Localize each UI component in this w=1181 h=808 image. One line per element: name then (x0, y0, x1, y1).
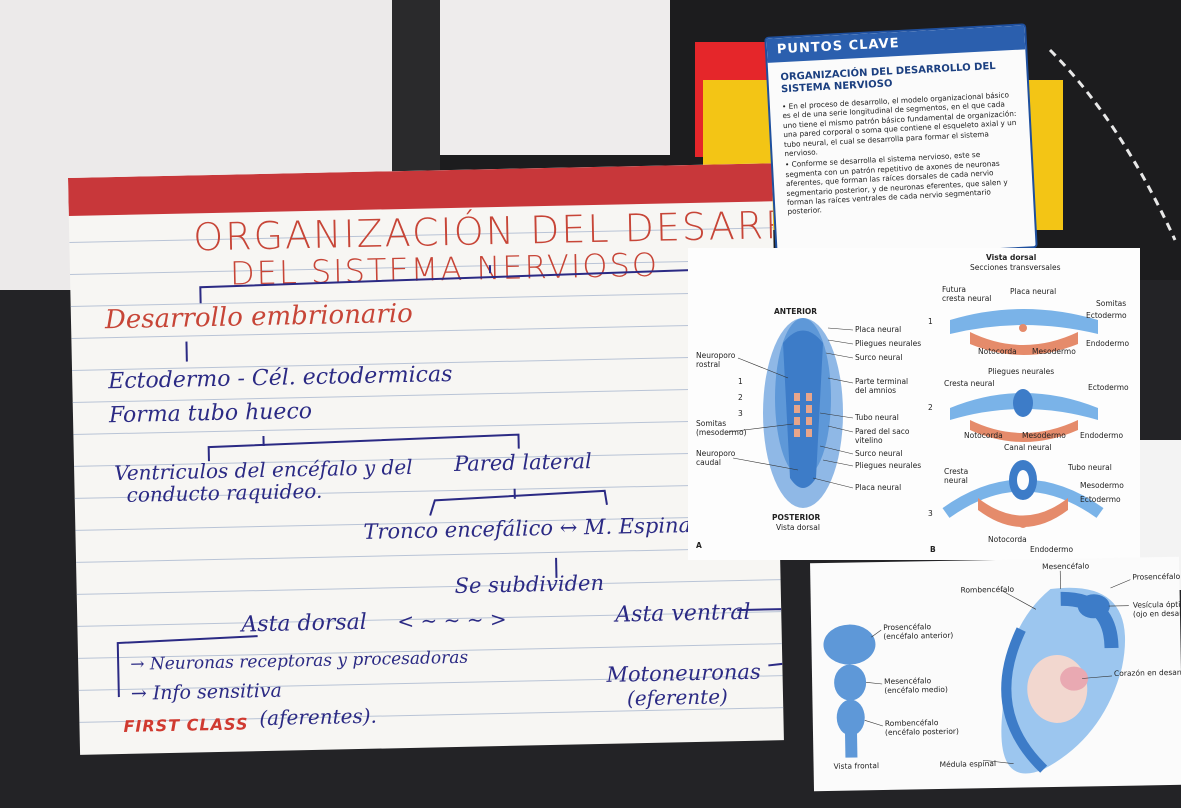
brand-logo: FIRST CLASS (123, 714, 248, 736)
label-b-cresta-neural: Cresta neural (944, 380, 994, 388)
label-b-n2: 2 (928, 404, 933, 412)
label-c-vista-frontal: Vista frontal (834, 762, 880, 771)
label-futura-cresta-1: Futura (942, 286, 966, 294)
label-b-somitas: Somitas (1096, 300, 1126, 308)
label-neuroporo-caudal-2: caudal (696, 459, 721, 467)
label-b-ectodermo-3: Ectodermo (1080, 496, 1121, 504)
label-c-mesencefalo-2: (encéfalo medio) (884, 686, 948, 695)
label-c-corazon: Corazón en desarrollo (1114, 669, 1181, 678)
label-b-notocorda-3: Notocorda (988, 536, 1027, 544)
neural-tube-illustration (688, 248, 1140, 560)
anterior-label: ANTERIOR (774, 308, 817, 316)
key-points-subtitle: ORGANIZACIÓN DEL DESARROLLO DEL SISTEMA … (780, 60, 1011, 96)
subdivide-text: Se subdividen (454, 571, 604, 598)
afferent-text: (aferentes). (259, 704, 377, 730)
label-b-mesodermo: Mesodermo (1032, 348, 1076, 356)
label-b-cresta-1: Cresta (944, 468, 968, 476)
label-surco-neural-2: Surco neural (855, 450, 902, 458)
efferent-text: (eferente) (627, 684, 728, 710)
label-b-canal-neural: Canal neural (1004, 444, 1052, 452)
label-b-tubo-neural: Tubo neural (1068, 464, 1112, 472)
label-neuroporo-rostral-2: rostral (696, 361, 720, 369)
label-a-n2: 2 (738, 394, 743, 402)
label-parte-terminal: Parte terminal (855, 378, 908, 386)
label-neuroporo-caudal-1: Neuroporo (696, 450, 735, 458)
label-tubo-neural: Tubo neural (855, 414, 899, 422)
sensory-info-text: → Info sensitiva (131, 680, 282, 705)
label-b-pliegues-neurales: Pliegues neurales (988, 368, 1054, 376)
label-pliegues-neurales: Pliegues neurales (855, 340, 921, 348)
label-b-endodermo-3: Endodermo (1030, 546, 1073, 554)
neural-tube-diagram: ANTERIOR POSTERIOR Vista dorsal A Placa … (688, 248, 1140, 560)
diagram-b-letter: B (930, 546, 936, 554)
key-points-bullet-1: • En el proceso de desarrollo, el modelo… (782, 90, 1019, 159)
label-b-notocorda: Notocorda (978, 348, 1017, 356)
dorsal-horn-text: Asta dorsal (241, 610, 367, 638)
label-pliegues-neurales-2: Pliegues neurales (855, 462, 921, 470)
label-c-vesicula-2: (ojo en desarrollo) (1133, 609, 1181, 618)
posterior-label: POSTERIOR (772, 514, 820, 522)
label-b-endodermo: Endodermo (1086, 340, 1129, 348)
diagram-b-title: Vista dorsal (986, 254, 1036, 262)
label-b-mesodermo-3: Mesodermo (1080, 482, 1124, 490)
label-b-ectodermo: Ectodermo (1086, 312, 1127, 320)
label-b-n1: 1 (928, 318, 933, 326)
ventral-horn-text: Asta ventral (615, 600, 751, 628)
diagram-b-subtitle: Secciones transversales (970, 264, 1060, 272)
label-somitas-a-2: (mesodermo) (696, 429, 747, 437)
label-pared-saco: Pared del saco (855, 428, 910, 436)
label-b-ectodermo-2: Ectodermo (1088, 384, 1129, 392)
label-somitas-a-1: Somitas (696, 420, 726, 428)
motor-neurons-text: Motoneuronas (606, 660, 761, 687)
label-futura-cresta-2: cresta neural (942, 295, 991, 303)
diagram-a-letter: A (696, 542, 702, 550)
label-c-medula: Médula espinal (940, 760, 997, 769)
label-b-n3: 3 (928, 510, 933, 518)
label-surco-neural: Surco neural (855, 354, 902, 362)
label-placa-neural-2: Placa neural (855, 484, 901, 492)
background-paper-middle (440, 0, 670, 155)
label-c-rombencefalo-2: (encéfalo posterior) (885, 728, 959, 737)
label-b-endodermo-2: Endodermo (1080, 432, 1123, 440)
brain-vesicles-diagram: Mesencéfalo Rombencéfalo Prosencéfalo Ve… (810, 557, 1181, 791)
label-c-mesencefalo-top: Mesencéfalo (1042, 562, 1089, 571)
vista-dorsal-a-label: Vista dorsal (776, 524, 820, 532)
label-vitelino: vitelino (855, 437, 883, 445)
key-points-bullet-2: • Conforme se desarrolla el sistema nerv… (785, 148, 1022, 217)
key-points-box: PUNTOS CLAVE ORGANIZACIÓN DEL DESARROLLO… (764, 23, 1037, 261)
index-card: ORGANIZACIÓN DEL DESARROLLO DEL SISTEMA … (68, 163, 784, 755)
key-points-header: PUNTOS CLAVE (766, 25, 1025, 62)
hollow-tube-text: Forma tubo hueco (109, 399, 313, 428)
label-a-n3: 3 (738, 410, 743, 418)
ventricles-text-line2: conducto raquideo. (126, 479, 322, 507)
label-del-amnios: del amnios (855, 387, 896, 395)
label-c-prosencefalo-2: (encéfalo anterior) (883, 632, 953, 641)
label-c-rombencefalo-top: Rombencéfalo (960, 586, 1014, 595)
label-a-n1: 1 (738, 378, 743, 386)
label-b-notocorda-2: Notocorda (964, 432, 1003, 440)
label-c-prosencefalo-top: Prosencéfalo (1132, 573, 1180, 582)
label-b-cresta-2: neural (944, 477, 968, 485)
label-b-placa-neural: Placa neural (1010, 288, 1056, 296)
lateral-wall-text: Pared lateral (454, 449, 592, 476)
label-b-mesodermo-2: Mesodermo (1022, 432, 1066, 440)
dorsal-arrow-squiggle: < ~ ~ ~ > (397, 607, 507, 633)
label-placa-neural: Placa neural (855, 326, 901, 334)
key-points-body: • En el proceso de desarrollo, el modelo… (782, 90, 1022, 219)
label-neuroporo-rostral-1: Neuroporo (696, 352, 735, 360)
